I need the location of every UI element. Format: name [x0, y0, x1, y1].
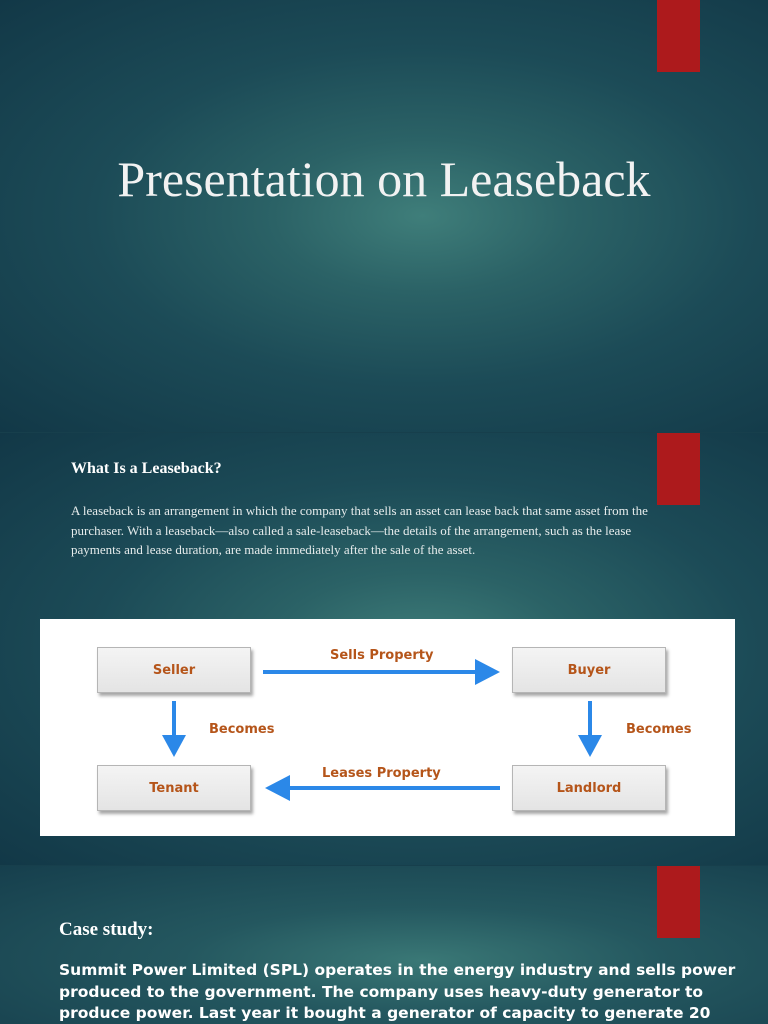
slide-heading: What Is a Leaseback? — [71, 460, 222, 477]
definition-slide: What Is a Leaseback? A leaseback is an a… — [0, 433, 768, 865]
accent-bar — [657, 433, 700, 505]
slide-body-text: A leaseback is an arrangement in which t… — [71, 503, 648, 557]
presentation-title: Presentation on Leaseback — [117, 151, 651, 207]
slide-heading: Case study: — [59, 919, 154, 940]
landlord-box: Landlord — [512, 765, 666, 811]
sells-property-arrowhead — [475, 659, 500, 685]
accent-bar — [657, 0, 700, 72]
case-study-slide: Case study: Summit Power Limited (SPL) o… — [0, 866, 768, 1024]
sells-property-label: Sells Property — [330, 648, 434, 663]
tenant-box: Tenant — [97, 765, 251, 811]
leaseback-diagram: Seller Buyer Tenant Landlord Sells Prope… — [40, 619, 735, 836]
diagram-arrows — [162, 659, 602, 801]
accent-bar — [657, 866, 700, 938]
leases-property-arrowhead — [265, 775, 290, 801]
title-slide: Presentation on Leaseback — [0, 0, 768, 432]
seller-becomes-arrowhead — [162, 735, 186, 757]
buyer-box: Buyer — [512, 647, 666, 693]
becomes-left-label: Becomes — [209, 722, 275, 737]
seller-box: Seller — [97, 647, 251, 693]
becomes-right-label: Becomes — [626, 722, 692, 737]
leases-property-label: Leases Property — [322, 766, 441, 781]
slide-body-text: Summit Power Limited (SPL) operates in t… — [59, 961, 736, 1022]
buyer-becomes-arrowhead — [578, 735, 602, 757]
